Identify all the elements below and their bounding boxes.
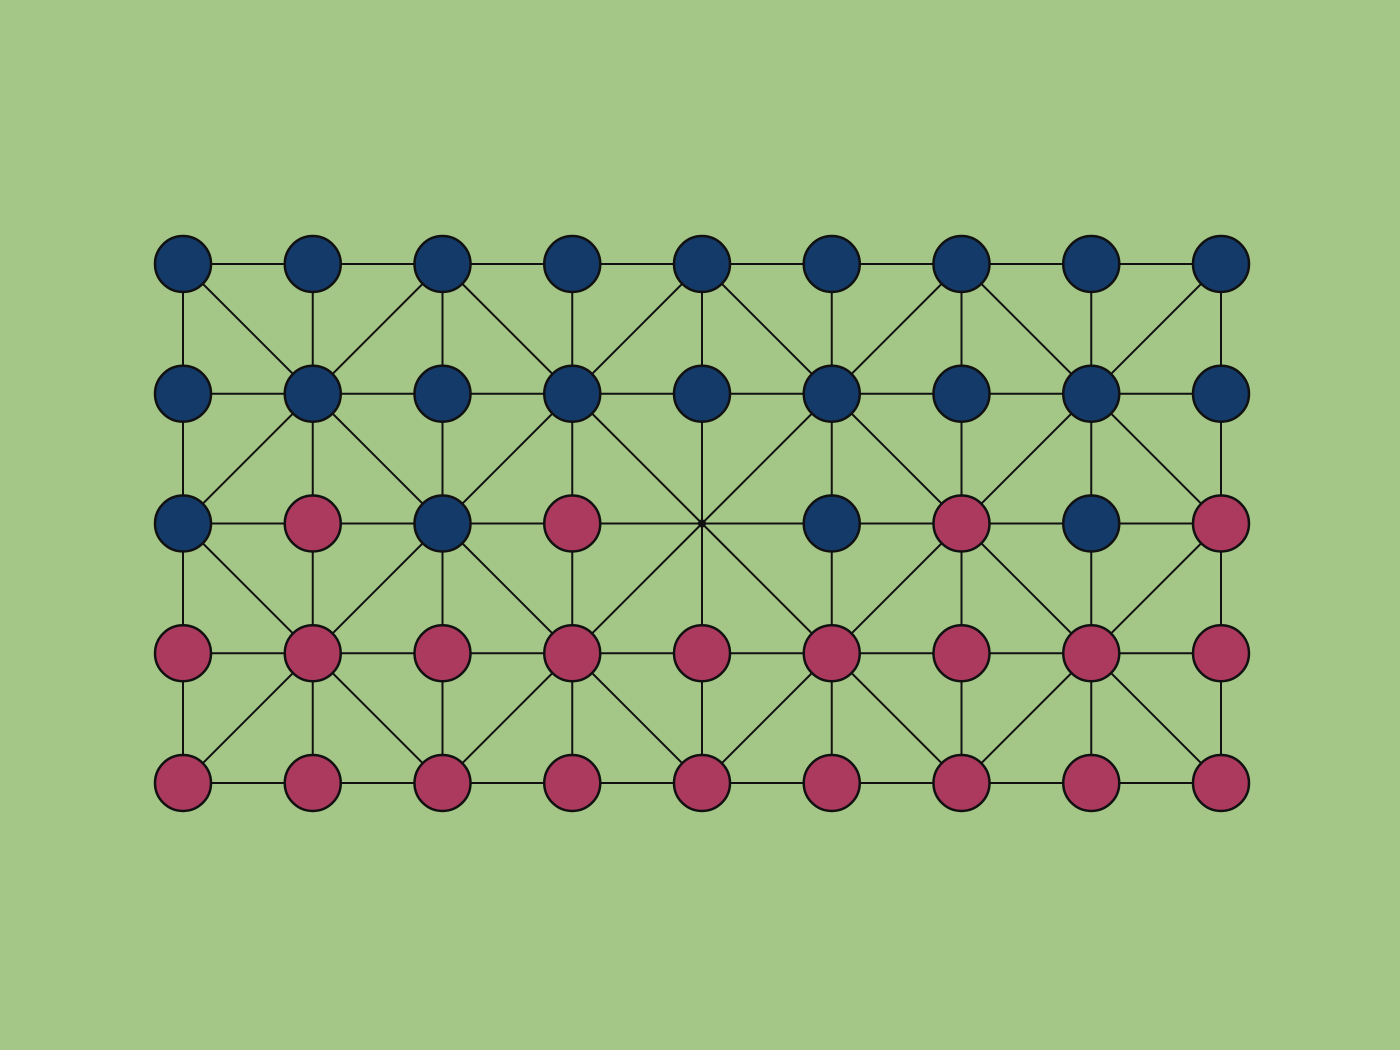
red-piece-r3-c4[interactable] (672, 624, 732, 683)
red-piece-r4-c4[interactable] (672, 753, 732, 813)
blue-piece-r1-c8[interactable] (1191, 364, 1251, 423)
red-piece-r3-c5[interactable] (802, 624, 861, 683)
diagonal-line (830, 263, 963, 395)
diagonal-line (1090, 652, 1222, 784)
blue-piece-r0-c3[interactable] (543, 234, 602, 294)
blue-piece-r0-c1[interactable] (283, 234, 342, 294)
red-piece-r2-c6[interactable] (932, 494, 991, 553)
blue-piece-r0-c5[interactable] (802, 234, 861, 294)
blue-piece-r2-c0[interactable] (153, 494, 213, 553)
blue-piece-r0-c4[interactable] (672, 234, 732, 294)
blue-piece-r1-c5[interactable] (802, 364, 861, 423)
red-piece-r2-c1[interactable] (283, 494, 342, 553)
diagonal-line (571, 522, 703, 655)
diagonal-line (571, 652, 703, 784)
diagonal-line (441, 392, 574, 525)
diagonal-line (830, 522, 963, 655)
blue-piece-r0-c8[interactable] (1191, 234, 1251, 294)
blue-piece-r1-c3[interactable] (543, 364, 602, 423)
red-piece-r4-c2[interactable] (413, 753, 472, 813)
diagonal-line (311, 522, 444, 655)
red-piece-r3-c3[interactable] (543, 624, 602, 683)
blue-piece-r2-c5[interactable] (802, 494, 861, 553)
red-piece-r4-c0[interactable] (153, 753, 213, 813)
diagonal-line (1090, 392, 1222, 525)
diagonal-line (701, 263, 833, 395)
red-piece-r3-c8[interactable] (1191, 624, 1251, 683)
blue-piece-r1-c2[interactable] (413, 364, 472, 423)
diagonal-line (441, 652, 574, 784)
diagonal-line (571, 263, 703, 395)
diagonal-line (701, 392, 833, 525)
diagonal-line (182, 652, 314, 784)
diagonal-line (441, 522, 574, 655)
red-piece-r4-c7[interactable] (1062, 753, 1121, 813)
diagonal-line (182, 522, 314, 655)
blue-piece-r0-c6[interactable] (932, 234, 991, 294)
red-piece-r4-c1[interactable] (283, 753, 342, 813)
red-piece-r4-c5[interactable] (802, 753, 861, 813)
red-piece-r3-c0[interactable] (153, 624, 213, 683)
red-piece-r4-c3[interactable] (543, 753, 602, 813)
diagonal-line (311, 392, 444, 525)
diagonal-line (182, 392, 314, 525)
diagonal-line (311, 263, 444, 395)
blue-piece-r1-c7[interactable] (1062, 364, 1121, 423)
blue-piece-r1-c0[interactable] (153, 364, 213, 423)
diagonal-line (571, 392, 703, 525)
blue-piece-r2-c7[interactable] (1062, 494, 1121, 553)
red-piece-r3-c7[interactable] (1062, 624, 1121, 683)
blue-piece-r0-c0[interactable] (153, 234, 213, 294)
diagonal-line (830, 392, 963, 525)
red-piece-r4-c8[interactable] (1191, 753, 1251, 813)
diagonal-line (960, 392, 1093, 525)
blue-piece-r1-c1[interactable] (283, 364, 342, 423)
diagonal-line (182, 263, 314, 395)
red-piece-r3-c6[interactable] (932, 624, 991, 683)
blue-piece-r0-c2[interactable] (413, 234, 472, 294)
red-piece-r4-c6[interactable] (932, 753, 991, 813)
diagonal-line (1090, 522, 1222, 655)
blue-piece-r0-c7[interactable] (1062, 234, 1121, 294)
red-piece-r3-c2[interactable] (413, 624, 472, 683)
diagonal-line (960, 263, 1093, 395)
blue-piece-r1-c4[interactable] (672, 364, 732, 423)
red-piece-r2-c3[interactable] (543, 494, 602, 553)
diagonal-line (311, 652, 444, 784)
board-points (153, 234, 1251, 813)
diagonal-line (1090, 263, 1222, 395)
blue-piece-r2-c2[interactable] (413, 494, 472, 553)
diagonal-line (701, 652, 833, 784)
empty-point-r2-c4[interactable] (698, 519, 706, 528)
diagonal-line (441, 263, 574, 395)
red-piece-r3-c1[interactable] (283, 624, 342, 683)
red-piece-r2-c8[interactable] (1191, 494, 1251, 553)
diagonal-line (830, 652, 963, 784)
diagonal-line (960, 652, 1093, 784)
diagonal-line (701, 522, 833, 655)
blue-piece-r1-c6[interactable] (932, 364, 991, 423)
diagonal-line (960, 522, 1093, 655)
